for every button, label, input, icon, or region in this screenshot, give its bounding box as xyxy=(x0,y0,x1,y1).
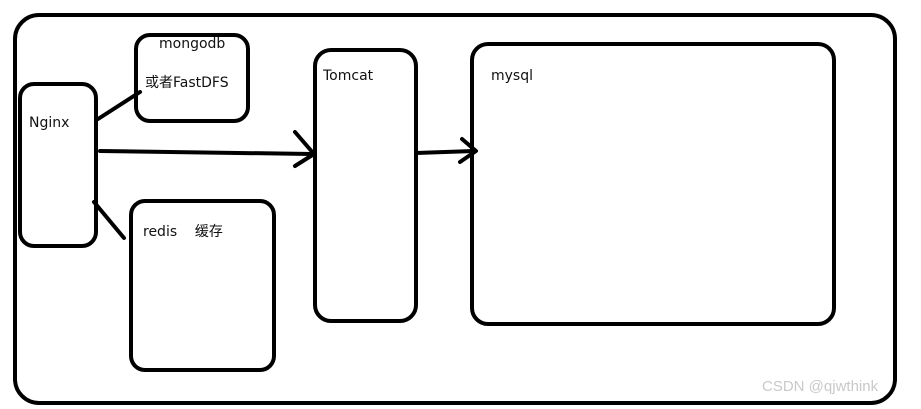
redis-box xyxy=(129,199,276,372)
mongodb-label: mongodb xyxy=(159,36,226,52)
connector-nginx-mongodb xyxy=(96,90,142,121)
redis-label: redis 缓存 xyxy=(143,224,223,240)
nginx-box xyxy=(18,82,98,248)
tomcat-box xyxy=(313,48,418,323)
fastdfs-label: 或者FastDFS xyxy=(145,75,229,91)
tomcat-label: Tomcat xyxy=(323,68,374,84)
nginx-label: Nginx xyxy=(29,115,70,131)
arrow-tomcat-mysql xyxy=(414,137,478,164)
arrow-nginx-tomcat xyxy=(98,130,316,168)
connector-nginx-redis xyxy=(92,200,126,240)
csdn-watermark: CSDN @qjwthink xyxy=(762,378,879,395)
mongodb-box xyxy=(134,33,250,123)
mysql-box xyxy=(470,42,836,326)
mysql-label: mysql xyxy=(491,68,533,84)
outer-container xyxy=(13,13,897,405)
